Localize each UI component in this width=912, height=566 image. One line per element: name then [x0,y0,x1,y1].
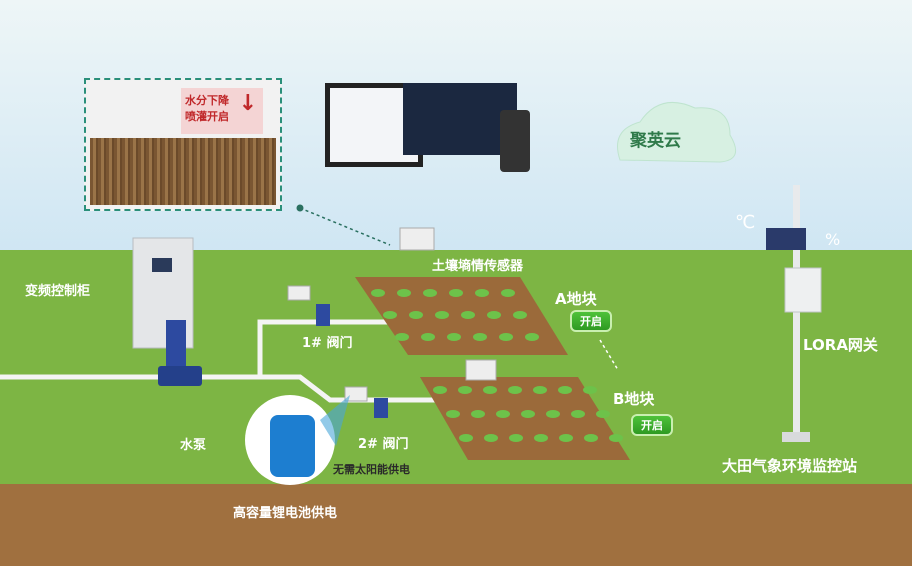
plant [499,333,513,341]
plant [475,289,489,297]
percent-icon: % [825,230,841,249]
weather-station-label: 大田气象环境监控站 [722,457,858,475]
plant [473,333,487,341]
plant [433,386,447,394]
plant [484,434,498,442]
soil-layer [0,484,912,566]
celsius-icon: ℃ [735,212,756,233]
plant [559,434,573,442]
plant [487,311,501,319]
plant [371,289,385,297]
plant [509,434,523,442]
plant [496,410,510,418]
plot-b-open-button[interactable]: 开启 [631,414,673,436]
gateway-label: LORA网关 [803,336,878,354]
plants-a [371,289,539,341]
soil-photo [90,138,276,205]
plant [609,434,623,442]
plant [395,333,409,341]
battery-label: 高容量锂电池供电 [233,506,338,521]
plot-a-label: A地块 [555,290,597,308]
plant [525,333,539,341]
plant [583,386,597,394]
valve-2-label: 2# 阀门 [358,437,409,452]
plant [483,386,497,394]
alert-line-1: 水分下降 [185,94,229,107]
battery-beam [320,395,350,446]
cabinet-screen [152,258,172,272]
valve-1-label: 1# 阀门 [302,336,353,351]
plot-b-label: B地块 [613,390,655,408]
cloud-label: 聚英云 [630,131,681,151]
battery-icon [270,415,315,477]
soil-sensor-device [399,227,435,251]
plant [596,410,610,418]
plant [383,311,397,319]
plant [501,289,515,297]
alert-line-2: 喷灌开启 [185,110,229,123]
valve-1-controller [287,285,311,301]
connector-dot [296,204,304,212]
monitor [403,83,517,155]
plant [471,410,485,418]
alert-bubble: 水分下降 喷灌开启 ↓ [181,88,263,134]
valve-2-controller [344,386,368,402]
field-b-sensor [465,359,497,381]
plant [521,410,535,418]
plant [508,386,522,394]
pump-label: 水泵 [180,438,207,453]
plant [533,386,547,394]
plant [409,311,423,319]
plant [397,289,411,297]
valve-2 [374,398,388,418]
plant [446,410,460,418]
soil-sensor-label: 土壤墒情传感器 [432,259,524,274]
solar-panel [766,228,806,250]
callout-connector [299,207,391,246]
plant [571,410,585,418]
plant [558,386,572,394]
lora-gateway-box [784,267,822,313]
cloud [617,101,737,163]
phone [500,110,530,172]
control-cabinet-label: 变频控制柜 [25,284,91,299]
plant [423,289,437,297]
plant [584,434,598,442]
plant [421,333,435,341]
down-arrow-icon: ↓ [238,91,257,116]
plants-b [433,386,623,442]
station-base [782,432,810,442]
plant [447,333,461,341]
plant [435,311,449,319]
plant [513,311,527,319]
water-pump [166,320,186,370]
plant [458,386,472,394]
plant [461,311,475,319]
soil-moisture-callout: 水分下降 喷灌开启 ↓ [84,78,282,211]
no-solar-label: 无需太阳能供电 [333,463,410,476]
plant [546,410,560,418]
plant [534,434,548,442]
plant [449,289,463,297]
plant [459,434,473,442]
valve-1 [316,304,330,326]
plot-a-open-button[interactable]: 开启 [570,310,612,332]
pump-base [158,366,202,386]
